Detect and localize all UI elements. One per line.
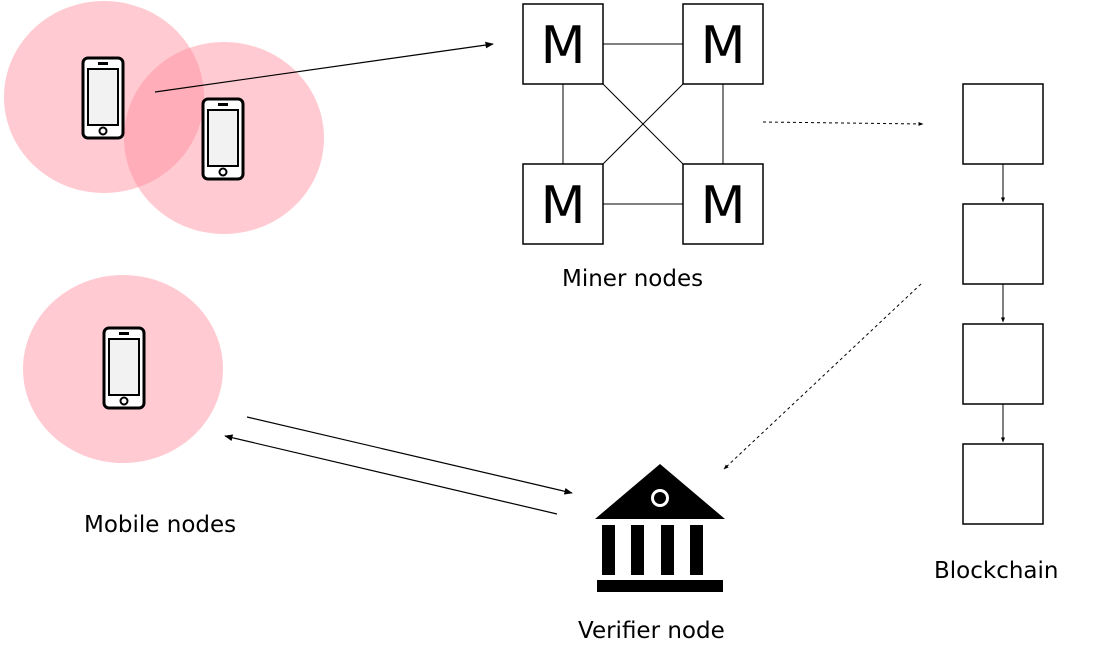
mobile-phone-icon xyxy=(201,97,245,181)
blockchain-to-verifier-arrow xyxy=(723,283,922,470)
mobile-phone-icon xyxy=(81,56,125,140)
miner-letter: M xyxy=(541,176,586,236)
blockchain-label: Blockchain xyxy=(934,558,1059,584)
mobile-phone-icon xyxy=(102,326,146,410)
miner-node: M xyxy=(522,3,604,85)
mobile-to-miner-arrow xyxy=(154,41,494,93)
miner-letter: M xyxy=(541,16,586,76)
miner-node: M xyxy=(522,163,604,245)
block xyxy=(962,83,1044,165)
miner-node: M xyxy=(682,3,764,85)
block xyxy=(962,443,1044,525)
verifier-node-label: Verifier node xyxy=(578,618,725,644)
verifier-to-mobile-arrow xyxy=(224,434,558,515)
miner-mesh-links xyxy=(562,43,724,205)
block xyxy=(962,323,1044,405)
miner-nodes-label: Miner nodes xyxy=(562,266,704,292)
miner-to-blockchain-arrow xyxy=(762,121,924,126)
miner-letter: M xyxy=(701,16,746,76)
blockchain-blocks xyxy=(962,83,1044,525)
bank-icon xyxy=(595,464,725,592)
mobile-to-verifier-arrow xyxy=(246,416,573,495)
mobile-node-range-group xyxy=(4,1,324,463)
mobile-nodes-label: Mobile nodes xyxy=(84,512,237,538)
block xyxy=(962,203,1044,285)
miner-node: M xyxy=(682,163,764,245)
miner-letter: M xyxy=(701,176,746,236)
